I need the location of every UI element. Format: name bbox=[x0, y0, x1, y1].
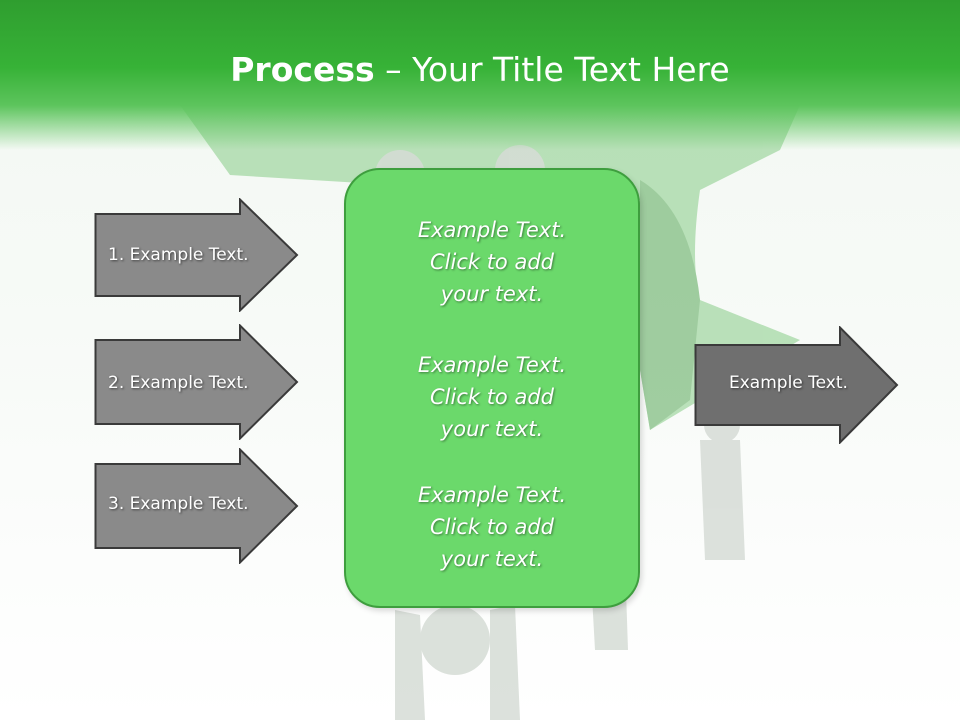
text-block-3: Example Text. Click to add your text. bbox=[346, 479, 638, 575]
arrow-label-1: 1. Example Text. bbox=[108, 245, 249, 265]
arrow-shape-1[interactable] bbox=[94, 198, 300, 312]
center-text-box[interactable]: Example Text. Click to add your text. Ex… bbox=[344, 168, 640, 608]
text-block-1: Example Text. Click to add your text. bbox=[346, 214, 638, 310]
result-arrow-label: Example Text. bbox=[729, 373, 848, 393]
title-bar bbox=[0, 0, 960, 150]
text-block-line: Example Text. bbox=[417, 353, 567, 377]
text-block-2: Example Text. Click to add your text. bbox=[346, 349, 638, 445]
title-rest-text: – Your Title Text Here bbox=[374, 50, 730, 89]
arrow-shape-2[interactable] bbox=[94, 324, 300, 440]
arrow-label-2: 2. Example Text. bbox=[108, 373, 249, 393]
text-block-line: Example Text. bbox=[417, 218, 567, 242]
text-block-line: your text. bbox=[440, 417, 544, 441]
arrow-shape-3[interactable] bbox=[94, 448, 300, 564]
text-block-line: Click to add bbox=[429, 385, 554, 409]
text-block-line: Click to add bbox=[429, 250, 554, 274]
slide-title[interactable]: Process – Your Title Text Here bbox=[0, 50, 960, 89]
text-block-line: Click to add bbox=[429, 515, 554, 539]
text-block-line: your text. bbox=[440, 282, 544, 306]
result-arrow-shape[interactable] bbox=[694, 326, 900, 444]
arrow-label-3: 3. Example Text. bbox=[108, 494, 249, 514]
text-block-line: Example Text. bbox=[417, 483, 567, 507]
giant-arrow-side bbox=[630, 180, 700, 430]
title-bold-text: Process bbox=[230, 50, 375, 89]
text-block-line: your text. bbox=[440, 547, 544, 571]
